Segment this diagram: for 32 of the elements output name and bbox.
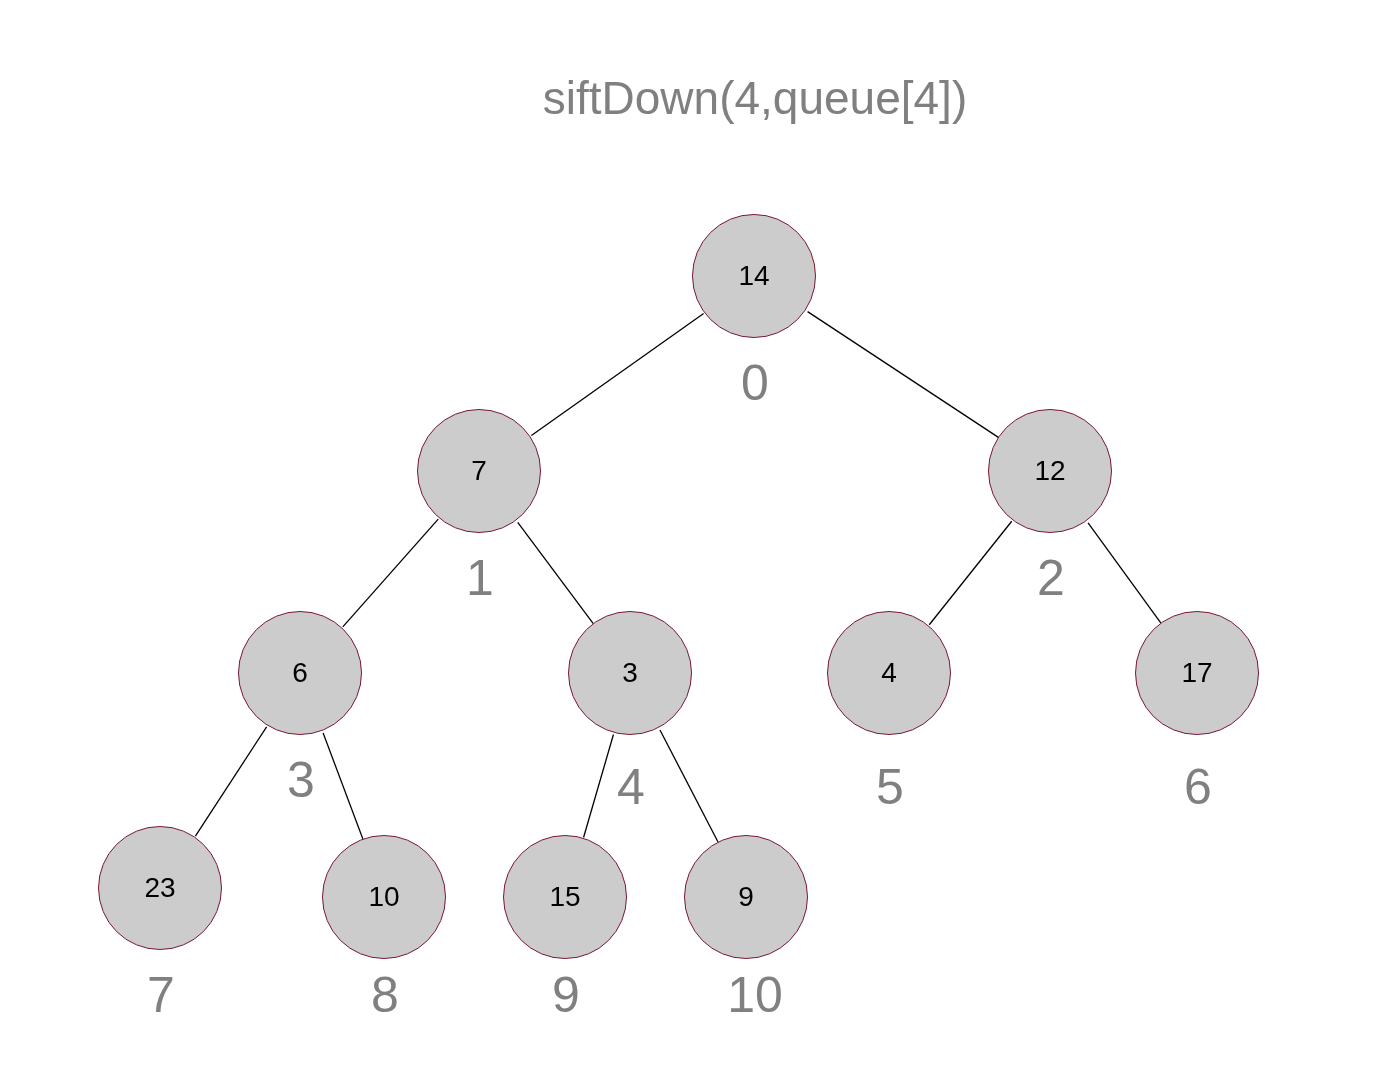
array-index-label: 3 (287, 755, 315, 805)
tree-edge-line (1087, 522, 1162, 624)
node-value: 7 (471, 455, 487, 487)
tree-edge-line (582, 733, 615, 839)
array-index-label: 10 (727, 970, 783, 1020)
array-index-label: 9 (552, 970, 580, 1020)
array-index-label: 8 (371, 970, 399, 1020)
node-value: 17 (1181, 657, 1213, 689)
array-index-label: 4 (617, 762, 645, 812)
tree-edge-line (194, 726, 268, 837)
node-value: 3 (622, 657, 638, 689)
node-value: 9 (738, 881, 754, 913)
node-value: 23 (144, 872, 176, 904)
node-value: 4 (881, 657, 897, 689)
tree-edge-line (928, 520, 1013, 626)
array-index-label: 0 (741, 358, 769, 408)
array-index-label: 5 (876, 762, 904, 812)
tree-edge-line (806, 311, 1000, 438)
tree-edge-line (342, 518, 439, 628)
tree-edge-line (517, 521, 594, 625)
node-value: 12 (1034, 455, 1066, 487)
node-value: 6 (292, 657, 308, 689)
node-value: 15 (549, 881, 581, 913)
array-index-label: 6 (1184, 762, 1212, 812)
array-index-label: 2 (1037, 553, 1065, 603)
tree-edge-line (322, 732, 364, 840)
tree-edge-line (659, 729, 719, 843)
node-value: 14 (738, 260, 770, 292)
tree-edge-line (530, 312, 705, 437)
node-value: 10 (368, 881, 400, 913)
array-index-label: 7 (147, 970, 175, 1020)
array-index-label: 1 (466, 553, 494, 603)
